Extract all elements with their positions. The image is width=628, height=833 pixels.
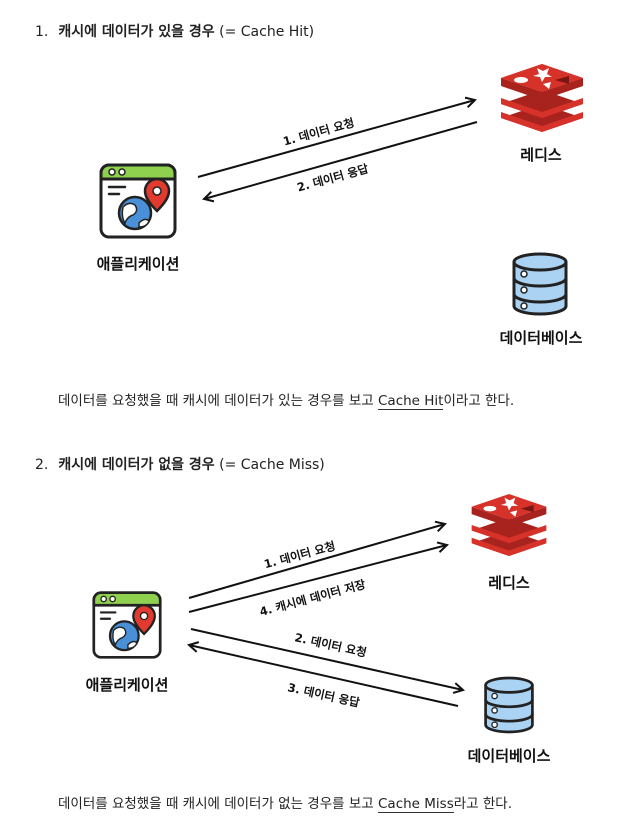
database-icon xyxy=(484,676,534,734)
s1-request-arrow xyxy=(197,100,475,178)
section1-heading: 1. 캐시에 데이터가 있을 경우 (= Cache Hit) xyxy=(35,21,314,41)
section2-caption: 데이터를 요청했을 때 캐시에 데이터가 없는 경우를 보고 Cache Mis… xyxy=(58,792,513,813)
s1-response-arrow xyxy=(204,121,478,199)
s1-caption-term: Cache Hit xyxy=(378,393,444,410)
section1-caption: 데이터를 요청했을 때 캐시에 데이터가 있는 경우를 보고 Cache Hit… xyxy=(58,389,515,410)
s1-app-label: 애플리케이션 xyxy=(96,255,180,273)
redis-logo-icon xyxy=(471,494,547,556)
s2-db-request-arrow xyxy=(190,628,463,690)
s2-caption-term: Cache Miss xyxy=(378,796,454,813)
s1-caption-text: 데이터를 요청했을 때 캐시에 데이터가 있는 경우를 보고 xyxy=(58,393,378,409)
section2-number: 2. xyxy=(35,457,49,473)
s1-redis-label: 레디스 xyxy=(520,146,562,164)
s2-cache-store-arrow xyxy=(188,545,447,613)
redis-logo-icon xyxy=(501,64,583,132)
s2-db-response-arrow xyxy=(189,645,459,707)
section2-heading: 2. 캐시에 데이터가 없을 경우 (= Cache Miss) xyxy=(35,454,325,474)
section1-number: 1. xyxy=(35,24,49,40)
section2-title: 캐시에 데이터가 없을 경우 xyxy=(58,457,215,473)
section2-title-suffix: (= Cache Miss) xyxy=(214,457,325,473)
s2-caption-suffix: 라고 한다. xyxy=(453,796,513,812)
s2-redis-label: 레디스 xyxy=(488,574,530,592)
section1-title: 캐시에 데이터가 있을 경우 xyxy=(58,24,215,40)
app-window-icon xyxy=(99,163,177,239)
section1-title-suffix: (= Cache Hit) xyxy=(214,24,315,40)
s2-cache-request-arrow xyxy=(188,524,445,599)
s2-database-label: 데이터베이스 xyxy=(467,747,551,765)
app-window-icon xyxy=(92,591,162,659)
database-icon xyxy=(512,252,568,316)
s1-database-label: 데이터베이스 xyxy=(499,329,583,347)
s1-caption-suffix: 이라고 한다. xyxy=(443,393,515,409)
s2-app-label: 애플리케이션 xyxy=(85,676,169,694)
s2-caption-text: 데이터를 요청했을 때 캐시에 데이터가 없는 경우를 보고 xyxy=(58,796,378,812)
